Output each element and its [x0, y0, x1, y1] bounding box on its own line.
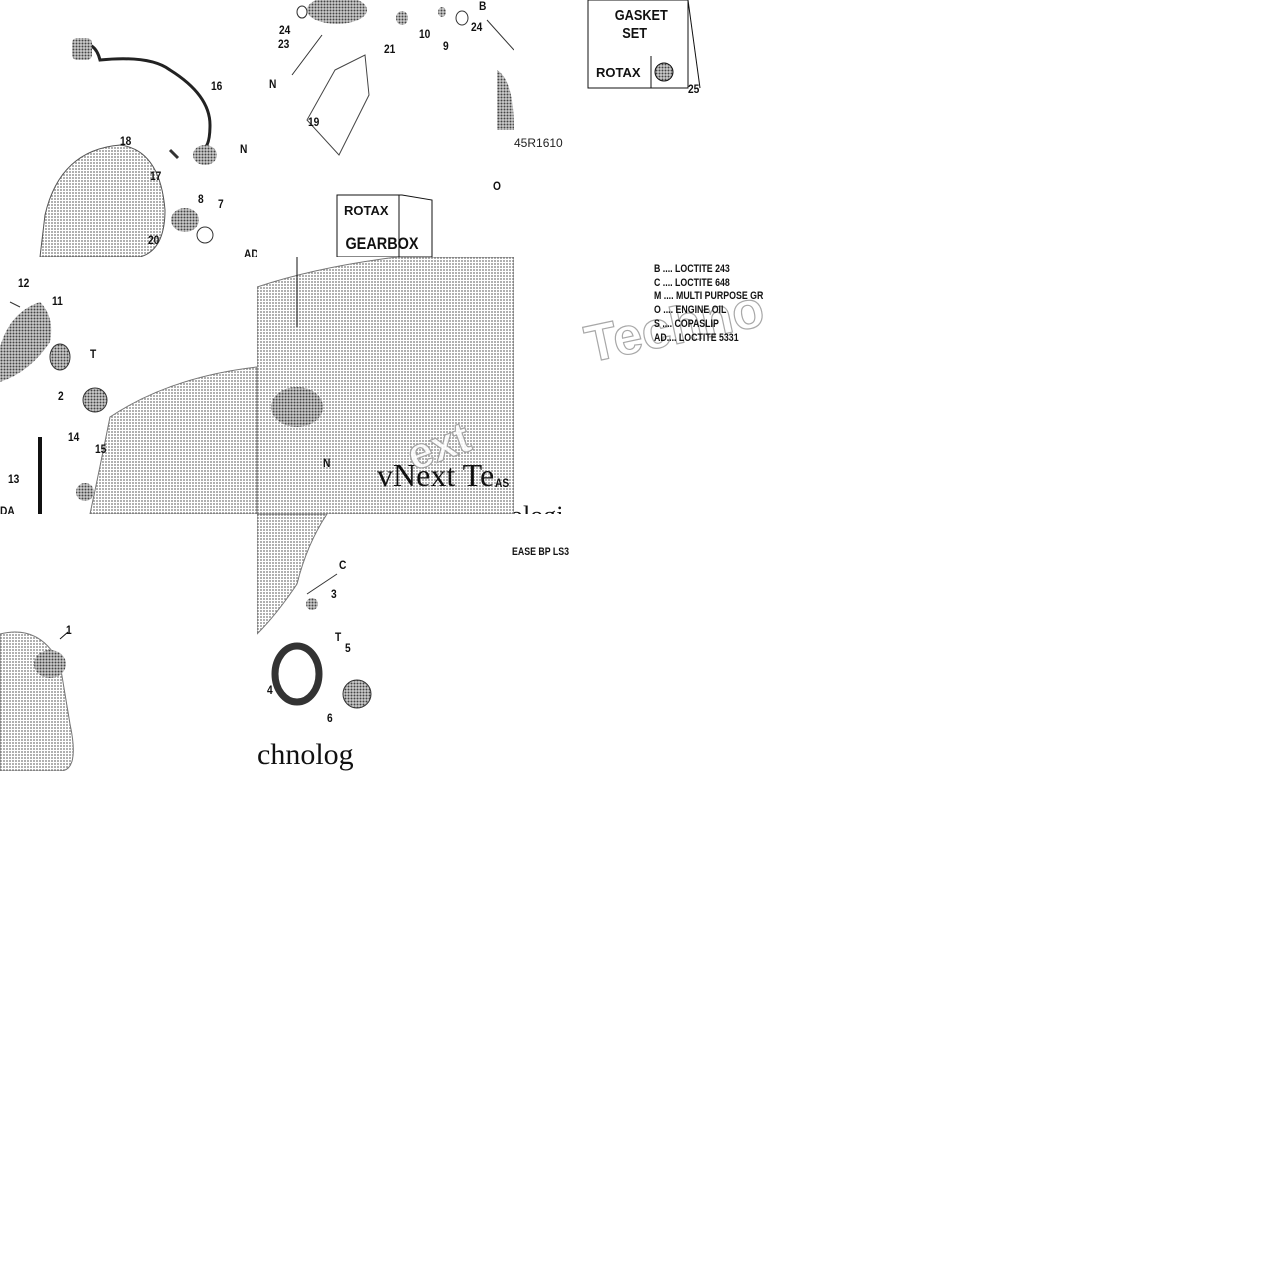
- callout-15: 15: [95, 442, 107, 456]
- diagram-tile-middle-right: Techno B .... LOCTITE 243 C .... LOCTITE…: [514, 257, 771, 514]
- marker-n-2: N: [269, 77, 277, 91]
- marker-c: C: [339, 558, 347, 572]
- diagram-tile-bottom-middle: C 3 T 5 4 6 chnolog: [257, 514, 377, 771]
- watermark-line-2: chnolog: [257, 738, 354, 771]
- callout-5: 5: [345, 641, 351, 655]
- marker-b: B: [479, 0, 487, 13]
- callout-10: 10: [419, 27, 431, 41]
- marker-o: O: [493, 179, 501, 193]
- callout-20: 20: [148, 233, 160, 247]
- callout-3: 3: [331, 587, 337, 601]
- diagram-tile-middle-left: 12 11 T 2 14 15 13 DA: [0, 257, 257, 514]
- marker-n-1: N: [240, 142, 248, 156]
- marker-as: AS: [495, 476, 510, 490]
- oring-drawing: [291, 0, 514, 257]
- legend-line-ad: AD.... LOCTITE 5331: [654, 332, 739, 344]
- diagram-tile-bottom-left: 1: [0, 514, 257, 771]
- legend-line-b: B .... LOCTITE 243: [654, 263, 730, 275]
- callout-21: 21: [384, 42, 396, 56]
- legend-line-c: C .... LOCTITE 648: [654, 277, 730, 289]
- gasket-label-line-1: GASKET: [614, 7, 668, 24]
- watermark-line-1: vNext Te: [377, 457, 495, 493]
- callout-19: 19: [308, 115, 320, 129]
- seal-drawing: [257, 514, 372, 709]
- callout-1: 1: [66, 623, 72, 637]
- callout-2: 2: [58, 389, 64, 403]
- legend-fragment: EASE BP LS3: [512, 546, 570, 558]
- callout-24b: 24: [471, 20, 483, 34]
- marker-da: DA: [0, 504, 15, 514]
- gearbox-brand: ROTAX: [344, 203, 389, 218]
- diagram-tile-top-right: 45R1610 GASKET SET ROTAX 25: [514, 0, 771, 257]
- marker-t-2: T: [335, 630, 342, 644]
- diagram-code: 45R1610: [514, 136, 563, 150]
- callout-11: 11: [52, 294, 63, 308]
- callout-24a: 24: [279, 23, 291, 37]
- crankcase-drawing: [257, 257, 514, 514]
- marker-t-1: T: [90, 347, 97, 361]
- cover-housing-drawing: [39, 38, 217, 257]
- gearbox-label: GEARBOX: [345, 234, 419, 253]
- callout-9: 9: [443, 39, 449, 53]
- callout-16: 16: [211, 79, 223, 93]
- legend-line-m: M .... MULTI PURPOSE GR: [654, 290, 764, 302]
- callout-12: 12: [18, 276, 30, 290]
- callout-25: 25: [688, 82, 700, 96]
- watermark-line-5: ologi: [514, 501, 563, 514]
- callout-8: 8: [198, 192, 204, 206]
- legend-line-o: O .... ENGINE OIL: [654, 304, 727, 316]
- marker-n-3: N: [323, 456, 331, 470]
- diagram-tile-center: N AS vNext Te ext: [257, 257, 514, 514]
- callout-4: 4: [267, 683, 273, 697]
- callout-23: 23: [278, 37, 290, 51]
- callout-14: 14: [68, 430, 80, 444]
- callout-18: 18: [120, 134, 132, 148]
- gasket-label-line-2: SET: [622, 25, 647, 42]
- legend-line-s: S .... COPASLIP: [654, 318, 719, 330]
- marker-ad: AD: [244, 247, 257, 257]
- diagram-tile-top-middle: 24 23 21 10 9 24 B N 19 O ROTAX GEARBOX: [257, 0, 514, 257]
- cylinder-drawing: [0, 631, 74, 771]
- callout-6: 6: [327, 711, 333, 725]
- callout-17: 17: [150, 169, 162, 183]
- callout-13: 13: [8, 472, 20, 486]
- gasket-brand: ROTAX: [596, 65, 641, 80]
- callout-7: 7: [218, 197, 224, 211]
- diagram-tile-top-left: 16 18 17 8 7 20 N AD: [0, 0, 257, 257]
